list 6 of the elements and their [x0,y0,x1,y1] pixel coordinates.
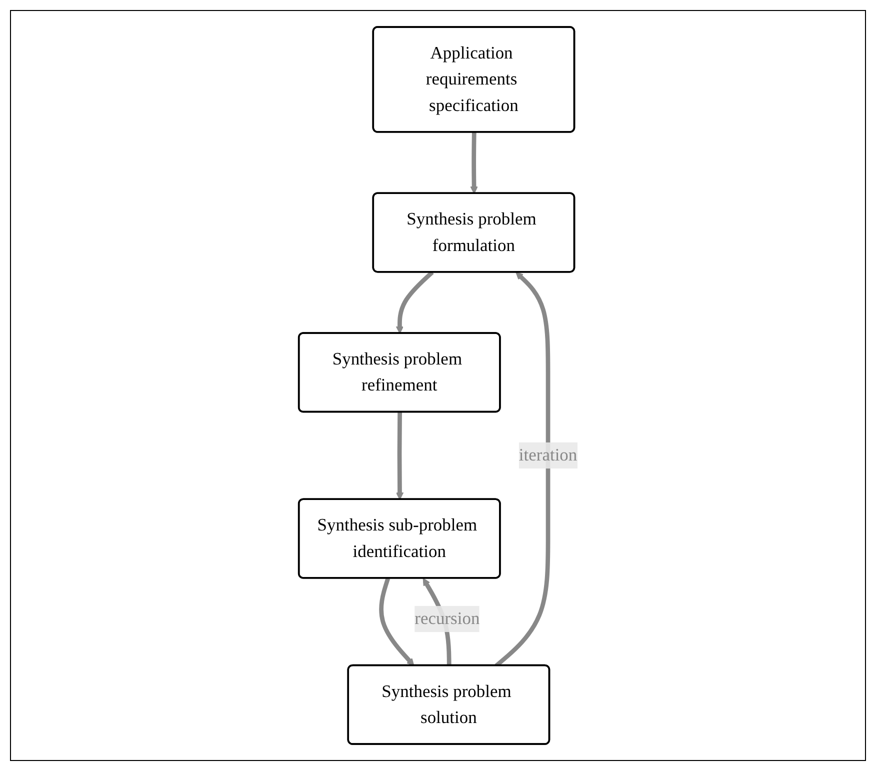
arrow [470,132,478,194]
arrow [396,270,434,334]
arrow [379,578,414,666]
edge-label: recursion [414,609,480,629]
edge-label: iteration [518,446,578,466]
arrow [396,412,404,500]
